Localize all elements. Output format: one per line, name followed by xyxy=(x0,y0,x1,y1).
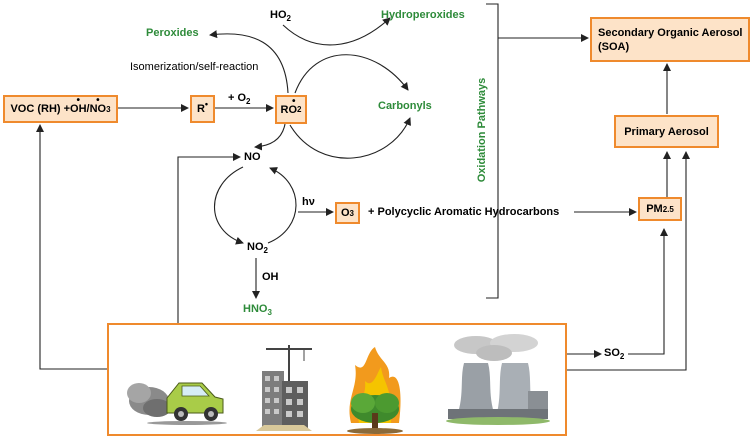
voc-label: VOC (RH) + xyxy=(10,103,71,115)
arrow-no2-to-no xyxy=(267,167,297,244)
pah-label: + Polycyclic Aromatic Hydrocarbons xyxy=(368,206,560,218)
ho2-label: HO2 xyxy=(270,9,291,24)
plus-o2-label: + O2 xyxy=(228,92,251,107)
carbonyls-label: Carbonyls xyxy=(378,100,432,112)
primary-aerosol-node: Primary Aerosol xyxy=(614,115,719,148)
hv-label: hν xyxy=(302,196,315,208)
oxidation-bracket xyxy=(486,3,499,299)
power-plant-icon xyxy=(446,334,550,425)
peroxides-label: Peroxides xyxy=(146,27,199,39)
arrow-no-to-carbonyls xyxy=(289,117,411,159)
arrow-emissions-to-voc xyxy=(36,124,107,370)
hno3-label: HNO3 xyxy=(243,303,272,318)
no2-label: NO2 xyxy=(247,241,268,256)
construction-building-icon xyxy=(256,345,312,431)
arrow-ro2-to-peroxides xyxy=(209,30,289,94)
oxidation-pathways-label: Oxidation Pathways xyxy=(476,77,488,183)
oh-label: OH xyxy=(70,103,87,115)
emission-sources-panel xyxy=(107,323,567,436)
no3-label: NO xyxy=(89,103,107,115)
arrow-emissions-to-primary xyxy=(567,151,690,371)
hydroperoxides-label: Hydroperoxides xyxy=(381,9,465,21)
r-radical-node: R• xyxy=(190,95,215,123)
arrow-ro2-to-carbonyls xyxy=(294,54,409,94)
arrow-emissions-to-no xyxy=(177,153,241,323)
no-label: NO xyxy=(244,151,261,163)
arrow-no-to-no2 xyxy=(213,166,244,245)
soa-node: Secondary Organic Aerosol (SOA) xyxy=(590,17,750,62)
arrow-ho2-to-hydroperoxides xyxy=(282,17,391,46)
so2-label: SO2 xyxy=(604,347,625,362)
isomerization-label: Isomerization/self-reaction xyxy=(130,61,259,73)
arrow-ro2-to-no xyxy=(254,123,286,151)
car-exhaust-icon xyxy=(127,382,227,425)
arrow-so2-to-pm25 xyxy=(628,228,668,355)
forest-fire-icon xyxy=(347,347,403,434)
oh-reagent-label: OH xyxy=(262,271,279,283)
